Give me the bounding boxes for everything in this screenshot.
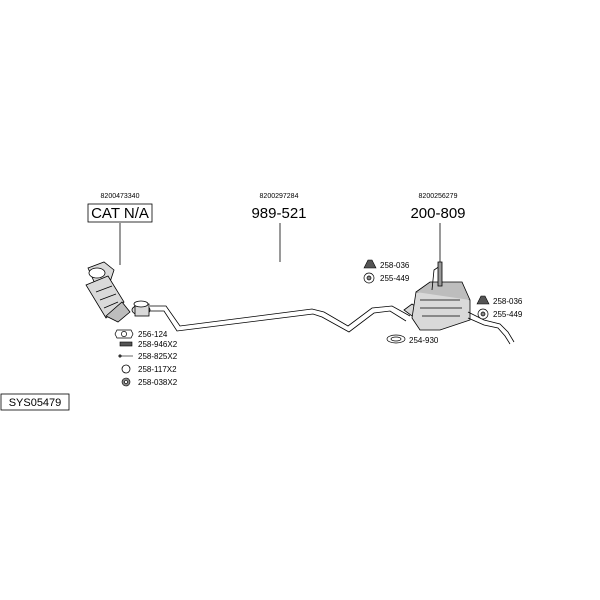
rubber-mount-icon: [363, 259, 377, 269]
part-number-catalyst: CAT N/A: [91, 205, 149, 222]
group-catalyst: 8200473340 CAT N/A: [87, 193, 153, 265]
fitting-code: 258-038X2: [138, 378, 178, 387]
stud-icon: [118, 354, 133, 358]
fitting-code: 258-825X2: [138, 352, 178, 361]
part-number-rear-silencer: 200-809: [410, 205, 465, 222]
system-code-box: [0, 393, 70, 411]
fittings-mid: 258-036 255-449: [363, 259, 410, 284]
clamp-icon: [386, 334, 406, 344]
oem-number-rear-silencer: 8200256279: [419, 193, 458, 200]
ring-icon: [121, 364, 131, 374]
oem-number-middle-pipe: 8200297284: [260, 193, 299, 200]
fittings-front: 256-124 258-946X2 258-825X2 258-117X2 25…: [114, 329, 178, 387]
fitting-code: 258-036: [493, 297, 523, 306]
group-middle-pipe: 8200297284 989-521: [251, 193, 307, 262]
rubber-mount-icon: [476, 295, 490, 305]
catalyst-part: [85, 261, 131, 323]
cat-label-box: [87, 203, 153, 223]
fittings-rear: 258-036 255-449: [476, 295, 523, 320]
fitting-code: 255-449: [493, 310, 523, 319]
fitting-code: 258-117X2: [138, 365, 177, 374]
nut-icon: [121, 377, 131, 387]
fitting-code: 258-946X2: [138, 340, 178, 349]
fitting-clamp: 254-930: [386, 334, 439, 345]
fitting-code: 258-036: [380, 261, 410, 270]
part-number-middle-pipe: 989-521: [251, 205, 306, 222]
oem-number-catalyst: 8200473340: [101, 193, 140, 200]
system-code: SYS05479: [0, 393, 70, 411]
hanger-icon: [477, 308, 489, 320]
fitting-code: 256-124: [138, 330, 168, 339]
group-rear-silencer: 8200256279 200-809: [410, 193, 466, 262]
flange-part: [131, 300, 151, 317]
gasket-icon: [114, 329, 134, 339]
hanger-icon: [363, 272, 375, 284]
system-code-label: SYS05479: [9, 397, 62, 409]
bolt-icon: [119, 341, 133, 347]
fitting-code: 255-449: [380, 274, 410, 283]
middle-pipe-part: [150, 305, 411, 333]
rear-silencer-part: [403, 261, 515, 345]
fitting-code: 254-930: [409, 336, 439, 345]
